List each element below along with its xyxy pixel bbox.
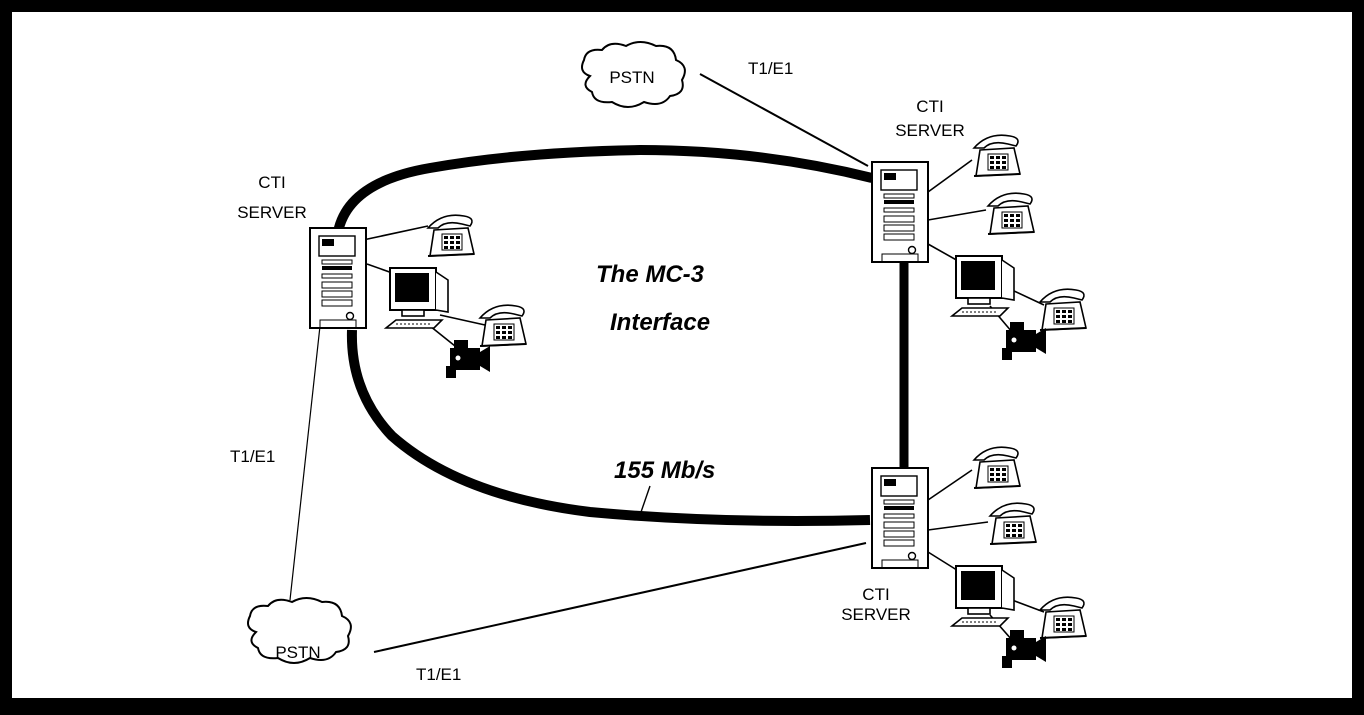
server-bottom-label-line1: CTI bbox=[862, 585, 889, 604]
server-top-label-line1: CTI bbox=[916, 97, 943, 116]
canvas-background bbox=[12, 12, 1352, 698]
link-bottom-computer bbox=[927, 551, 961, 573]
link-bottom-label: T1/E1 bbox=[416, 665, 461, 684]
cti-server-top-icon bbox=[871, 161, 929, 263]
server-left-label-line2: SERVER bbox=[237, 203, 307, 222]
link-pstn-top-to-server-top bbox=[699, 73, 869, 167]
server-left-label-line1: CTI bbox=[258, 173, 285, 192]
telephone-icon bbox=[973, 446, 1021, 489]
telephone-icon bbox=[989, 502, 1037, 545]
link-left-computer-phone bbox=[439, 314, 486, 326]
interface-title-line2: Interface bbox=[610, 309, 710, 336]
telephone-icon bbox=[1039, 288, 1087, 331]
ring-top-arc bbox=[333, 144, 874, 234]
link-bottom-computer-phone bbox=[1011, 599, 1045, 613]
link-left-phone bbox=[362, 225, 429, 241]
link-bottom-phone-2 bbox=[927, 521, 989, 531]
link-top-label: T1/E1 bbox=[748, 59, 793, 78]
link-top-computer bbox=[927, 243, 961, 263]
link-pstn-bottom-to-server-bottom bbox=[373, 542, 867, 653]
telephone-icon bbox=[479, 304, 527, 347]
link-top-phone-1 bbox=[927, 159, 973, 193]
pstn-top-label: PSTN bbox=[609, 68, 654, 87]
link-bottom-phone-1 bbox=[927, 469, 973, 501]
interface-title-line1: The MC-3 bbox=[596, 261, 705, 288]
telephone-icon bbox=[987, 192, 1035, 235]
server-bottom-label-line2: SERVER bbox=[841, 605, 911, 624]
link-top-computer-phone bbox=[1011, 289, 1045, 306]
bandwidth-tick bbox=[639, 485, 651, 516]
ring-bottom-arc bbox=[346, 329, 871, 526]
telephone-icon bbox=[427, 214, 475, 257]
link-server-left-to-pstn-bottom bbox=[289, 325, 321, 601]
bandwidth-label: 155 Mb/s bbox=[614, 457, 715, 484]
pstn-bottom-label: PSTN bbox=[275, 643, 320, 662]
link-left-label: T1/E1 bbox=[230, 447, 275, 466]
cti-server-bottom-icon bbox=[871, 467, 929, 569]
server-top-label-line2: SERVER bbox=[895, 121, 965, 140]
telephone-icon bbox=[973, 134, 1021, 177]
telephone-icon bbox=[1039, 596, 1087, 639]
link-top-phone-2 bbox=[927, 209, 987, 221]
cti-server-left-icon bbox=[309, 227, 367, 329]
